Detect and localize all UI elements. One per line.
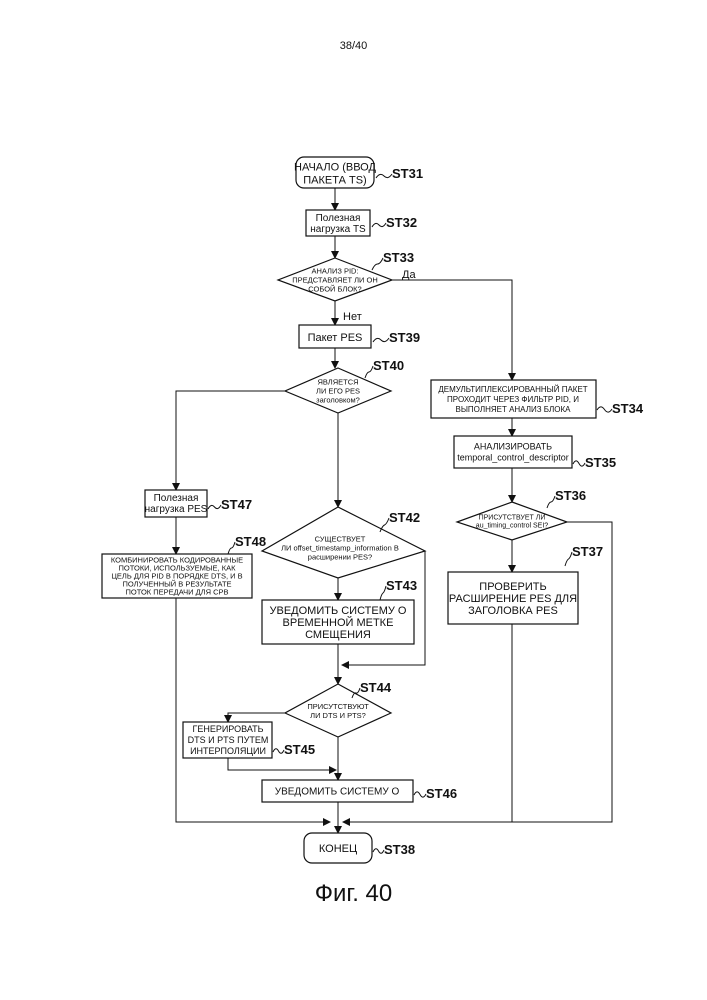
st47-leader-line <box>208 505 221 509</box>
st34-text-line: ДЕМУЛЬТИПЛЕКСИРОВАННЫЙ ПАКЕТ <box>438 385 587 394</box>
st44-text-line: ЛИ DTS И PTS? <box>310 711 366 720</box>
st46-text-line: УВЕДОМИТЬ СИСТЕМУ О <box>275 787 400 798</box>
edge-st44-st45 <box>228 713 285 722</box>
st33-step-label: ST33 <box>383 250 414 265</box>
st45-step-label: ST45 <box>284 742 315 757</box>
st45-text-line: ИНТЕРПОЛЯЦИИ <box>190 746 266 756</box>
st38-leader-line <box>373 849 384 854</box>
st40-leader-line <box>365 366 373 378</box>
st35-text-line: temporal_control_descriptor <box>457 453 569 463</box>
st33-text-line: СОБОЙ БЛОК? <box>308 285 361 294</box>
st42-text-line: ЛИ offset_timestamp_information В <box>281 544 399 553</box>
figure-caption: Фиг. 40 <box>0 880 707 908</box>
st46-leader-line <box>414 792 426 797</box>
st40-text-line: ЛИ ЕГО PES <box>316 387 360 396</box>
st31-leader-line <box>376 174 392 178</box>
st43-text-line: ВРЕМЕННОЙ МЕТКЕ <box>283 616 394 629</box>
st39-step-label: ST39 <box>389 330 420 345</box>
st31-step-label: ST31 <box>392 166 423 181</box>
st31-text-line: НАЧАЛО (ВВОД <box>294 161 376 173</box>
st32-step-label: ST32 <box>386 215 417 230</box>
st37-step-label: ST37 <box>572 544 603 559</box>
st35-step-label: ST35 <box>585 455 616 470</box>
st40-text-line: ЯВЛЯЕТСЯ <box>317 378 358 387</box>
edge-st36-end <box>343 522 612 822</box>
st45-leader-line <box>273 749 284 754</box>
st37-text-line: ЗАГОЛОВКА PES <box>468 605 558 617</box>
st44-step-label: ST44 <box>360 680 392 695</box>
st42-text-line: СУЩЕСТВУЕТ <box>315 535 366 544</box>
st37-text-line: ПРОВЕРИТЬ <box>479 581 546 593</box>
edge-st40-st47 <box>176 391 285 490</box>
step-labels: ST31ST32ST33ST39ST40ST47ST48 ST42ST43ST44… <box>208 166 644 857</box>
st42-text-line: расширении PES? <box>308 553 372 562</box>
st34-text-line: ПРОХОДИТ ЧЕРЕЗ ФИЛЬТР PID, И <box>447 395 579 404</box>
st48-text-line: ПОТОК ПЕРЕДАЧИ ДЛЯ CPB <box>125 588 228 597</box>
st48-step-label: ST48 <box>235 534 266 549</box>
st36-step-label: ST36 <box>555 488 586 503</box>
st47-text-line: нагрузка PES <box>145 504 208 515</box>
st45-text-line: ГЕНЕРИРОВАТЬ <box>192 724 263 734</box>
st36-text-line: au_timing_control SEI? <box>476 522 548 529</box>
st35-text-line: АНАЛИЗИРОВАТЬ <box>474 442 552 452</box>
st46-step-label: ST46 <box>426 786 457 801</box>
st34-leader-line <box>597 407 612 412</box>
st43-step-label: ST43 <box>386 578 417 593</box>
st36-leader-line <box>547 496 555 508</box>
branch-label-no: Нет <box>343 311 362 323</box>
st47-step-label: ST47 <box>221 497 252 512</box>
st34-step-label: ST34 <box>612 401 644 416</box>
st43-text-line: УВЕДОМИТЬ СИСТЕМУ О <box>270 605 407 617</box>
st44-text-line: ПРИСУТСТВУЮТ <box>307 702 369 711</box>
st37-leader-line <box>565 552 572 566</box>
st33-text-line: АНАЛИЗ PID: <box>311 267 358 276</box>
st39-leader-line <box>373 338 389 342</box>
st38-step-label: ST38 <box>384 842 415 857</box>
st33-leader-line <box>372 258 383 270</box>
st33-text-line: ПРЕДСТАВЛЯЕТ ЛИ ОН <box>292 276 378 285</box>
st45-text-line: DTS И PTS ПУТЕМ <box>188 735 269 745</box>
st47-text-line: Полезная <box>154 493 199 504</box>
st31-text-line: ПАКЕТА TS) <box>303 174 366 186</box>
st38-text-line: КОНЕЦ <box>319 843 357 855</box>
st32-text-line: нагрузка TS <box>310 224 366 235</box>
st34-text-line: ВЫПОЛНЯЕТ АНАЛИЗ БЛОКА <box>456 405 572 414</box>
st40-text-line: заголовком? <box>316 396 360 405</box>
st43-text-line: СМЕЩЕНИЯ <box>305 629 371 641</box>
branch-label-yes: Да <box>402 269 416 281</box>
st48-leader-line <box>228 542 235 554</box>
st32-leader-line <box>372 223 386 227</box>
st40-step-label: ST40 <box>373 358 404 373</box>
st36-text-line: ПРИСУТСТВУЕТ ЛИ <box>479 514 546 521</box>
edge-st45-merge <box>228 758 336 770</box>
st42-step-label: ST42 <box>389 510 420 525</box>
st32-text-line: Полезная <box>316 213 361 224</box>
st39-text-line: Пакет PES <box>308 332 363 344</box>
st37-text-line: РАСШИРЕНИЕ PES ДЛЯ <box>449 593 577 605</box>
st35-leader-line <box>573 461 585 466</box>
